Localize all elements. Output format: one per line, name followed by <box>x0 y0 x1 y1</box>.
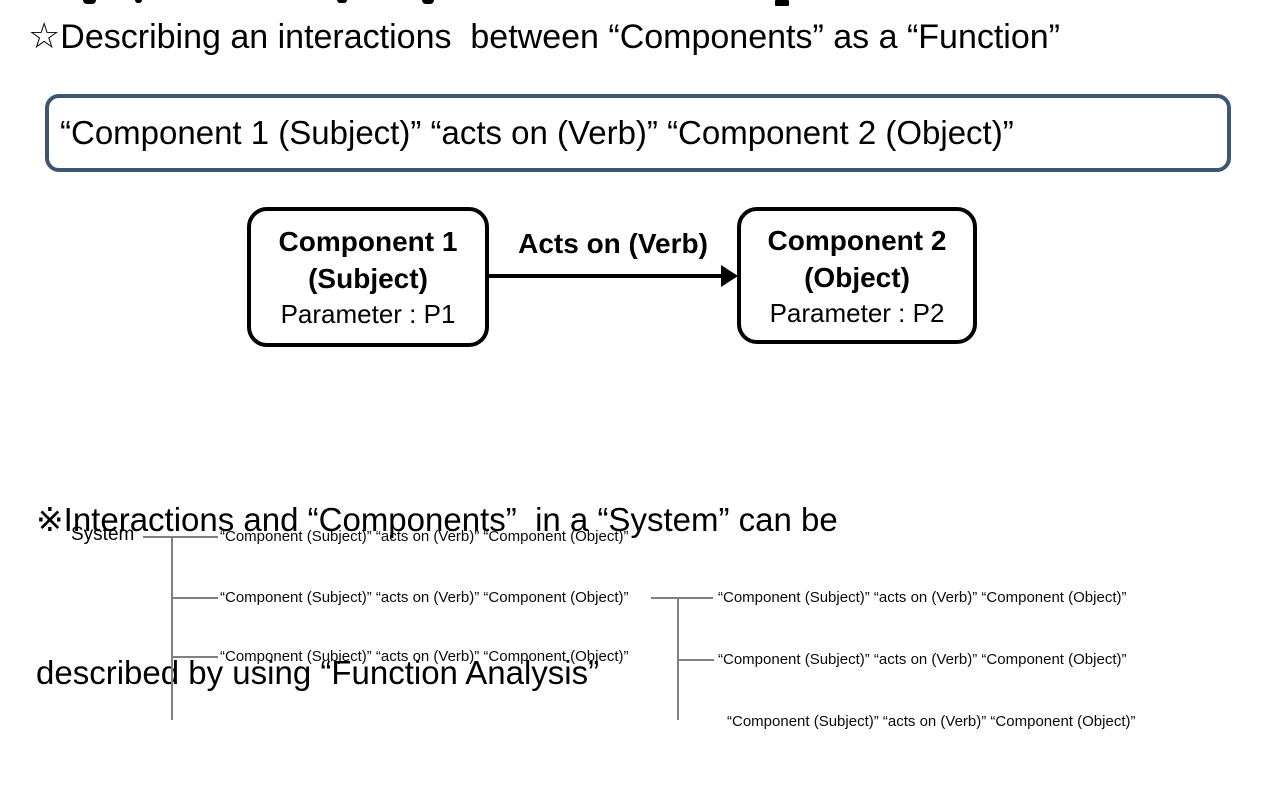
tree-statement: “Component (Subject)” “acts on (Verb)” “… <box>220 528 629 545</box>
slide: ☆Describing an interactions between “Com… <box>28 0 1258 730</box>
arrow-label: Acts on (Verb) <box>518 228 708 259</box>
tree-statement: “Component (Subject)” “acts on (Verb)” “… <box>220 648 629 665</box>
note-line-1: ※Interactions and “Components” in a “Sys… <box>36 494 1086 545</box>
star-bullet-icon: ☆ <box>28 15 61 56</box>
note-text: ※Interactions and “Components” in a “Sys… <box>36 392 1086 800</box>
formula-text: “Component 1 (Subject)” “acts on (Verb)”… <box>60 114 1014 151</box>
object-box-parameter: Parameter : P2 <box>769 297 945 328</box>
tree-statement: “Component (Subject)” “acts on (Verb)” “… <box>220 589 629 606</box>
tree-statement: “Component (Subject)” “acts on (Verb)” “… <box>718 651 1127 668</box>
arrow-head-icon <box>721 265 738 287</box>
subject-box-title: Component 1 <box>278 226 458 257</box>
text-fragment <box>422 0 434 4</box>
tree-right-trunk-line <box>677 597 679 720</box>
text-fragment <box>135 0 142 3</box>
page-title-text: Describing an interactions between “Comp… <box>60 18 1060 56</box>
formula-box: “Component 1 (Subject)” “acts on (Verb)”… <box>45 94 1231 172</box>
tree-left-branch-line <box>171 597 218 599</box>
subject-component-box: Component 1 (Subject) Parameter : P1 <box>247 207 489 347</box>
subject-box-parameter: Parameter : P1 <box>280 299 456 329</box>
text-fragment <box>337 0 347 3</box>
object-box-title: Component 2 <box>767 224 947 256</box>
tree-left-trunk-line <box>171 536 173 720</box>
tree-mid-connector-line <box>651 597 713 599</box>
tree-statement: “Component (Subject)” “acts on (Verb)” “… <box>718 589 1127 606</box>
tree-statement-partial: “Component (Subject)” “acts on (Verb)” “… <box>727 713 1136 730</box>
tree-left-branch-line <box>171 656 218 658</box>
text-fragment <box>775 0 789 6</box>
object-box-role: (Object) <box>804 261 910 293</box>
text-fragment <box>83 0 96 4</box>
subject-box-role: (Subject) <box>308 263 428 294</box>
note-line-2: described by using “Function Analysis” <box>36 654 600 691</box>
tree-root-label: System <box>71 524 135 545</box>
page-title: ☆Describing an interactions between “Com… <box>28 12 1258 61</box>
reference-mark-icon: ※ <box>36 501 64 538</box>
tree-root-connector-line <box>143 536 218 538</box>
object-component-box: Component 2 (Object) Parameter : P2 <box>737 207 977 344</box>
tree-right-branch-line <box>677 659 714 661</box>
note-line-1-text: Interactions and “Components” in a “Syst… <box>63 501 838 538</box>
arrow-line <box>489 274 727 278</box>
